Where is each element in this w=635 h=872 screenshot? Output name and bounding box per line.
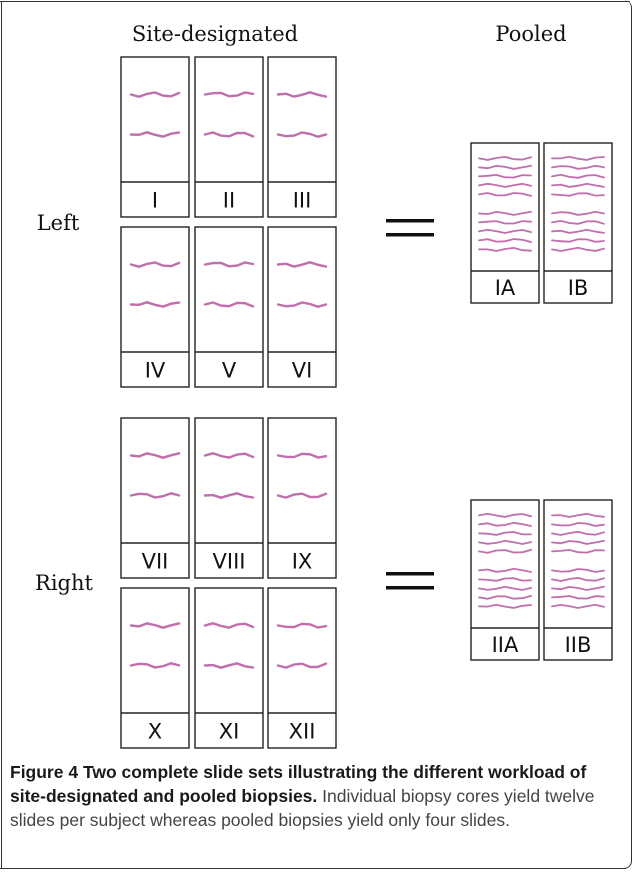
slide-vi: VI: [267, 226, 337, 388]
slide-vii: VII: [120, 417, 190, 579]
slide-label: V: [222, 359, 237, 383]
slide-label: I: [152, 189, 158, 213]
slide-label: IIA: [492, 633, 519, 657]
slide-label: IIB: [565, 633, 592, 657]
equals-sign-left: [386, 219, 434, 237]
slide-label: IA: [495, 276, 516, 300]
slide-iv: IV: [120, 226, 190, 388]
slide-label: VIII: [213, 550, 246, 574]
slide-ix: IX: [267, 417, 337, 579]
figure-frame-top: [0, 1, 630, 2]
slide-xii: XII: [267, 587, 337, 749]
slide-viii: VIII: [194, 417, 264, 579]
slide-xi: XI: [194, 587, 264, 749]
slide-iib: IIB: [543, 499, 613, 661]
side-label-right: Right: [35, 571, 93, 595]
slide-x: X: [120, 587, 190, 749]
caption-body: Individual biopsy cores yield twelve sli…: [10, 786, 595, 830]
slide-v: V: [194, 226, 264, 388]
caption-figure-label: Figure 4: [10, 762, 79, 782]
slide-label: IB: [568, 276, 589, 300]
slide-ia: IA: [470, 142, 540, 304]
slide-label: VI: [292, 359, 313, 383]
heading-site-designated: Site-designated: [132, 22, 298, 46]
slide-label: VII: [142, 550, 169, 574]
figure-frame-left: [1, 1, 2, 869]
slide-ib: IB: [543, 142, 613, 304]
figure-caption: Figure 4 Two complete slide sets illustr…: [10, 760, 622, 832]
slide-label: XI: [219, 720, 240, 744]
slide-label: III: [293, 189, 312, 213]
slide-label: II: [223, 189, 235, 213]
side-label-left: Left: [37, 211, 80, 235]
slide-iii: III: [267, 56, 337, 218]
slide-label: IV: [145, 359, 166, 383]
slide-label: IX: [292, 550, 313, 574]
equals-sign-right: [386, 572, 434, 590]
heading-pooled: Pooled: [495, 22, 566, 46]
slide-label: XII: [289, 720, 316, 744]
slide-label: X: [148, 720, 162, 744]
caption-title: Two complete slide sets illustrating the…: [10, 762, 587, 806]
slide-iia: IIA: [470, 499, 540, 661]
slide-i: I: [120, 56, 190, 218]
slide-ii: II: [194, 56, 264, 218]
